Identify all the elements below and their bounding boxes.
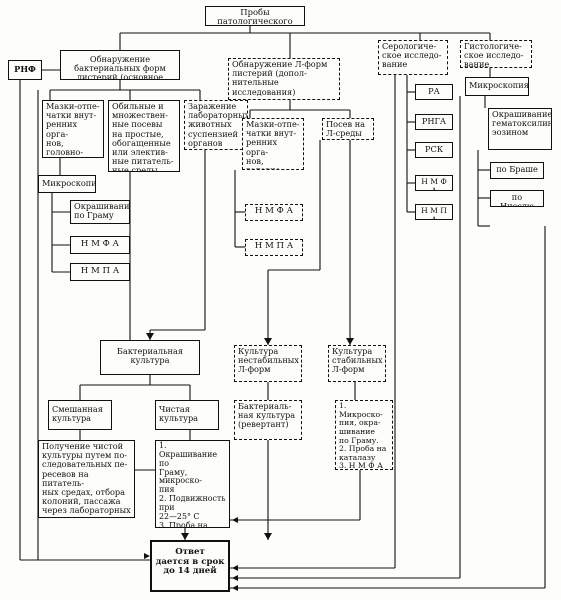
rnga-box: РНГА <box>415 114 453 130</box>
main-detection-box: Обнаружение бактериальных форм листерий … <box>60 50 180 80</box>
gram-stain-box: Окрашивание по Граму <box>70 200 130 224</box>
brashe-box: по Браше <box>490 162 544 179</box>
serology-box: Серологиче- ское исследо- вание <box>378 40 448 75</box>
identification-steps-box: 1. Окрашивание по Граму, микроско- пия 2… <box>155 440 230 528</box>
l-forms-detection-box: Обнаружение Л-форм листерий (допол- ните… <box>228 58 340 100</box>
nmfa-l-box: Н М Ф А <box>245 204 303 221</box>
smears-box: Мазки-отпе- чатки внут- ренних орга- нов… <box>42 100 104 158</box>
pure-culture-procedure-box: Получение чистой культуры путем по- след… <box>38 440 135 518</box>
bacterial-culture-box: Бактериальная культура <box>100 340 200 375</box>
unstable-l-forms-box: Культура нестабильных Л-форм <box>234 345 302 382</box>
l-media-seeding-box: Посев на Л-среды <box>322 118 374 140</box>
ra-box: РА <box>415 84 453 100</box>
stable-l-procedure-box: 1. Микроско- пия, окра- шивание по Граму… <box>335 400 393 470</box>
nmpa-sero-box: Н М П А <box>415 204 453 220</box>
rnf-box: РНФ <box>8 60 42 80</box>
mixed-culture-box: Смешанная культура <box>48 400 112 430</box>
nmfa-box: Н М Ф А <box>70 236 130 254</box>
revertant-culture-box: Бактериаль- ная культура (ревертант) <box>234 400 302 440</box>
stable-l-forms-box: Культура стабильных Л-форм <box>328 345 386 382</box>
nissl-box: по Нисслю <box>490 190 544 207</box>
pure-culture-box: Чистая культура <box>155 400 219 430</box>
nmpa-box: Н М П А <box>70 263 130 281</box>
answer-box: Ответ дается в срок до 14 дней <box>150 540 230 592</box>
he-stain-box: Окрашивание гематоксилин- эозином <box>488 108 552 150</box>
nmpa-l-box: Н М П А <box>245 239 303 256</box>
histology-box: Гистологиче- ское исследо- вание <box>460 40 532 68</box>
animal-infection-box: Заражение лабораторных животных суспензи… <box>184 100 248 150</box>
nmfa-sero-box: Н М Ф А <box>415 175 453 191</box>
histology-microscopy-box: Микроскопия <box>465 77 529 96</box>
smears-l-box: Мазки-отпе- чатки внут- ренних орга- нов… <box>242 118 304 170</box>
rsk-box: РСК <box>415 142 453 158</box>
microscopy-box: Микроскопия <box>38 175 96 193</box>
seeding-box: Обильные и множествен- ные посевы на про… <box>108 100 180 172</box>
pathological-material-box: Пробы патологического материала <box>205 6 305 26</box>
